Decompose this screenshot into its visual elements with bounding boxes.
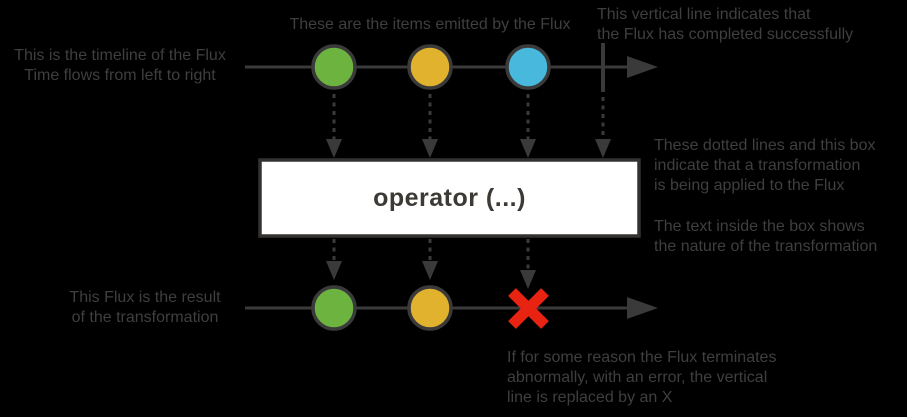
- dotted-arrowhead-icon: [422, 261, 438, 280]
- dotted-arrowhead-icon: [595, 139, 611, 158]
- annotation-transformation: These dotted lines and this box indicate…: [654, 137, 876, 194]
- operator-to-result-arrows: [326, 239, 536, 289]
- source-to-operator-arrows: [326, 94, 611, 158]
- annotation-completion: This vertical line indicates that the Fl…: [597, 6, 854, 43]
- dotted-arrowhead-icon: [520, 139, 536, 158]
- dotted-arrowhead-icon: [422, 139, 438, 158]
- dotted-arrowhead-icon: [326, 261, 342, 280]
- annotation-box-meaning: The text inside the box shows the nature…: [654, 218, 878, 255]
- error-x-icon: [508, 288, 549, 329]
- source-item-blue: [505, 44, 551, 90]
- annotation-items: These are the items emitted by the Flux: [289, 16, 571, 33]
- result-item-yellow: [407, 285, 453, 331]
- result-timeline-arrowhead-icon: [627, 297, 658, 319]
- dotted-arrowhead-icon: [326, 139, 342, 158]
- operator-box-label: operator (...): [373, 183, 526, 212]
- error-x-stroke: [508, 288, 549, 329]
- source-timeline-arrowhead-icon: [627, 56, 658, 78]
- source-item-yellow: [407, 44, 453, 90]
- result-item-green: [311, 285, 357, 331]
- annotation-error: If for some reason the Flux terminates a…: [507, 349, 777, 406]
- dotted-arrowhead-icon: [520, 270, 536, 289]
- source-item-green: [311, 44, 357, 90]
- annotation-result: This Flux is the result of the transform…: [69, 289, 221, 326]
- operator-box: [258, 158, 641, 238]
- annotation-timeline: This is the timeline of the Flux Time fl…: [14, 47, 226, 84]
